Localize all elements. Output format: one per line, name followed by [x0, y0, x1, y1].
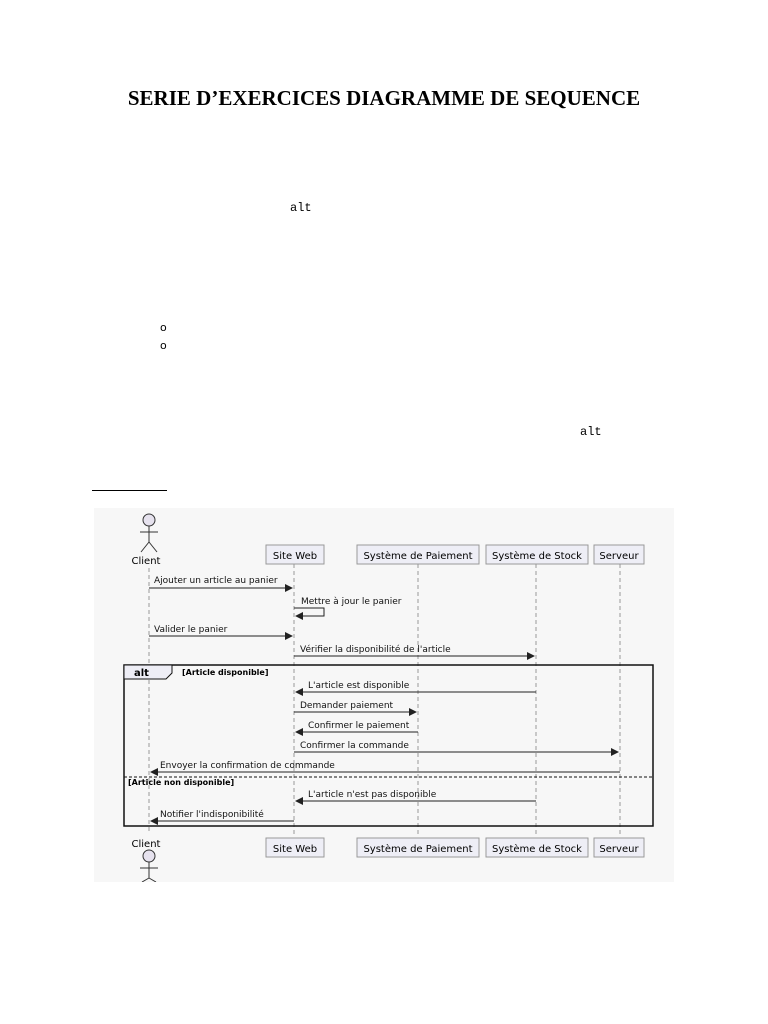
actor-client-icon — [140, 849, 158, 883]
message-label: L'article n'est pas disponible — [308, 790, 437, 800]
message-label: Confirmer la commande — [300, 741, 409, 751]
message-label: Ajouter un article au panier — [154, 576, 278, 586]
participant-stock: Système de Stock — [485, 837, 589, 858]
sequence-diagram-svg: Client Site Web Système de Paiement Syst… — [123, 513, 654, 883]
participant-site-web-label: Site Web — [273, 844, 317, 855]
participant-client-label: Client — [132, 839, 161, 850]
participant-site-web: Site Web — [265, 544, 325, 565]
alt-keyword: alt — [290, 201, 312, 215]
message-label: Mettre à jour le panier — [301, 597, 402, 607]
fragment-operator: alt — [134, 668, 149, 679]
participant-serveur-label: Serveur — [599, 844, 639, 855]
participant-paiement: Système de Paiement — [356, 837, 480, 858]
self-message-arrow — [294, 607, 325, 620]
message-label: Vérifier la disponibilité de l'article — [300, 644, 451, 655]
message-label: Confirmer le paiement — [308, 721, 410, 731]
message-label: Demander paiement — [300, 701, 394, 711]
participant-serveur-label: Serveur — [599, 551, 639, 562]
participant-serveur: Serveur — [593, 544, 645, 565]
list-bullet: o — [160, 321, 167, 334]
page-title: SERIE D’EXERCICES DIAGRAMME DE SEQUENCE — [127, 86, 641, 110]
alt-keyword: alt — [580, 425, 602, 439]
message-label: Notifier l'indisponibilité — [160, 809, 264, 820]
alt-fragment: alt [Article disponible] [Article non di… — [123, 664, 654, 827]
sequence-diagram: Client Site Web Système de Paiement Syst… — [94, 508, 674, 883]
participant-client-label: Client — [132, 556, 161, 567]
participant-stock: Système de Stock — [485, 544, 589, 565]
participant-stock-label: Système de Stock — [492, 550, 582, 562]
participant-paiement-label: Système de Paiement — [363, 550, 472, 562]
message-label: L'article est disponible — [308, 681, 410, 691]
underline-rule — [92, 490, 167, 491]
message-label: Envoyer la confirmation de commande — [160, 761, 335, 771]
participant-site-web-label: Site Web — [273, 551, 317, 562]
participant-serveur: Serveur — [593, 837, 645, 858]
fragment-guard: [Article non disponible] — [128, 778, 234, 787]
participant-stock-label: Système de Stock — [492, 843, 582, 855]
participant-paiement-label: Système de Paiement — [363, 843, 472, 855]
message-label: Valider le panier — [154, 625, 228, 635]
participant-paiement: Système de Paiement — [356, 544, 480, 565]
actor-client-icon — [140, 513, 158, 553]
participant-site-web: Site Web — [265, 837, 325, 858]
list-bullet: o — [160, 339, 167, 352]
fragment-guard: [Article disponible] — [182, 668, 269, 677]
